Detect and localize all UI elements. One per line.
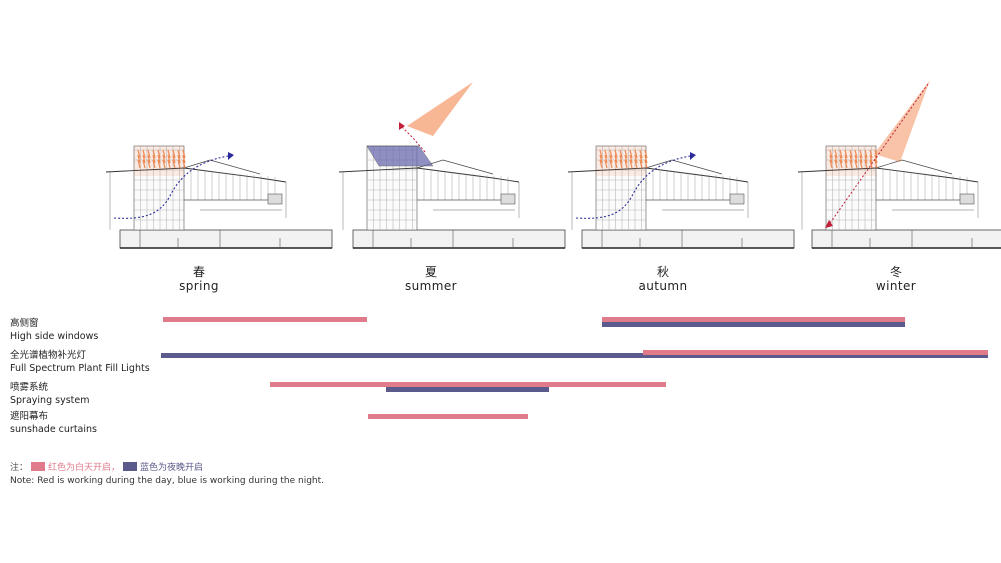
fill-lights-icon xyxy=(826,146,878,176)
row-label-cn: 高侧窗 xyxy=(10,318,39,329)
season-label-en-summer: summer xyxy=(405,279,457,293)
row-label-en: Full Spectrum Plant Fill Lights xyxy=(10,363,150,374)
bar-night-row2 xyxy=(385,387,550,392)
sun-rays-icon xyxy=(407,82,473,136)
row-label-high-side-windows: 高侧窗 High side windows xyxy=(10,317,98,343)
season-label-en-winter: winter xyxy=(875,279,917,293)
building-section-winter-icon xyxy=(797,80,1001,249)
arrow-head-icon xyxy=(690,152,696,160)
row-label-cn: 全光谱植物补光灯 xyxy=(10,350,87,361)
season-label-en-autumn: autumn xyxy=(638,279,688,293)
bar-day-row0 xyxy=(601,317,906,322)
section-autumn xyxy=(562,78,802,260)
row-label-cn: 喷雾系统 xyxy=(10,382,49,393)
row-label-cn: 遮阳幕布 xyxy=(10,411,49,422)
fill-lights-icon xyxy=(134,146,186,176)
bar-day-row2 xyxy=(270,382,667,387)
section-spring xyxy=(100,78,340,260)
bar-day-row3 xyxy=(367,414,528,419)
row-label-spraying-system: 喷雾系统 Spraying system xyxy=(10,381,89,407)
note-red-text: 红色为白天开启， xyxy=(48,463,121,473)
fill-lights-icon xyxy=(596,146,648,176)
section-winter xyxy=(792,78,1001,260)
legend-note-cn: 注： 红色为白天开启， 蓝色为夜晚开启 xyxy=(10,460,203,473)
season-label-cn-spring: 春 xyxy=(192,265,205,279)
bar-night-row0 xyxy=(601,322,906,327)
season-label-cn-winter: 冬 xyxy=(889,265,902,279)
row-label-en: sunshade curtains xyxy=(10,424,97,435)
arrow-head-icon xyxy=(825,220,833,228)
row-label-en: High side windows xyxy=(10,331,99,342)
row-label-en: Spraying system xyxy=(10,395,90,406)
reflected-heat-arrow-icon xyxy=(400,125,426,153)
sunshade-curtain-icon xyxy=(366,145,434,167)
bar-night-row1 xyxy=(160,353,988,358)
bar-day-row1 xyxy=(643,350,988,355)
airflow-arrow-icon xyxy=(575,155,691,219)
arrow-head-icon xyxy=(399,122,405,130)
row-label-sunshade-curtains: 遮阳幕布 sunshade curtains xyxy=(10,410,97,436)
legend-note-en: Note: Red is working during the day, blu… xyxy=(10,476,325,486)
note-blue-text: 蓝色为夜晚开启 xyxy=(140,463,204,473)
legend-day-swatch xyxy=(31,462,46,471)
sunlight-arrow-icon xyxy=(827,83,929,227)
row-label-fill-lights: 全光谱植物补光灯 Full Spectrum Plant Fill Lights xyxy=(10,349,150,375)
bar-day-row0 xyxy=(163,317,367,322)
arrow-head-icon xyxy=(228,152,234,160)
note-prefix: 注： xyxy=(10,463,29,473)
season-label-cn-summer: 夏 xyxy=(424,265,437,279)
season-label-cn-autumn: 秋 xyxy=(656,265,669,279)
building-section-summer-icon xyxy=(338,82,566,249)
building-section-spring-icon xyxy=(105,145,333,249)
section-summer xyxy=(333,78,573,260)
airflow-arrow-icon xyxy=(113,155,229,219)
legend-night-swatch xyxy=(123,462,138,471)
season-label-en-spring: spring xyxy=(179,279,219,293)
building-section-autumn-icon xyxy=(567,145,795,249)
